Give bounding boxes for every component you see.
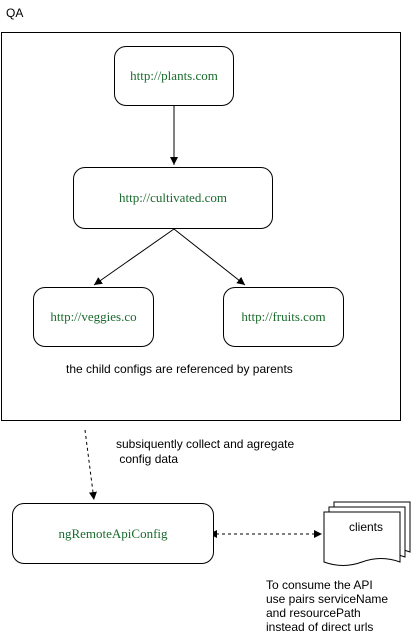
consume-note-line-2: use pairs serviceName	[266, 592, 389, 606]
child-configs-note: the child configs are referenced by pare…	[66, 362, 293, 376]
node-plants: http://plants.com	[114, 46, 234, 106]
node-fruits-label: http://fruits.com	[241, 309, 326, 324]
edge-cultivated-to-veggies	[93, 228, 175, 286]
edge-cultivated-to-fruits	[173, 228, 246, 286]
consume-note-line-1: To consume the API	[266, 578, 373, 592]
consume-note-line-4: instead of direct urls	[266, 620, 374, 634]
qa-environment-label: QA	[6, 6, 24, 20]
consume-note-line-3: and resourcePath	[266, 606, 361, 620]
qa-environment-frame	[1, 32, 401, 421]
node-veggies: http://veggies.co	[33, 287, 154, 347]
edge-frame-to-config	[84, 429, 97, 501]
node-ng-remote-api-config-label: ngRemoteApiConfig	[58, 525, 168, 541]
node-veggies-label: http://veggies.co	[50, 309, 137, 324]
node-ng-remote-api-config: ngRemoteApiConfig	[12, 503, 214, 564]
node-cultivated: http://cultivated.com	[73, 167, 273, 229]
node-fruits: http://fruits.com	[223, 287, 344, 347]
collect-note-line-2: config data	[116, 452, 179, 466]
collect-note-line-1: subsiquently collect and agregate	[116, 437, 295, 451]
node-plants-label: http://plants.com	[130, 68, 218, 83]
node-cultivated-label: http://cultivated.com	[119, 190, 227, 205]
clients-document-stack-icon	[323, 501, 411, 566]
node-clients-label: clients	[348, 520, 383, 534]
